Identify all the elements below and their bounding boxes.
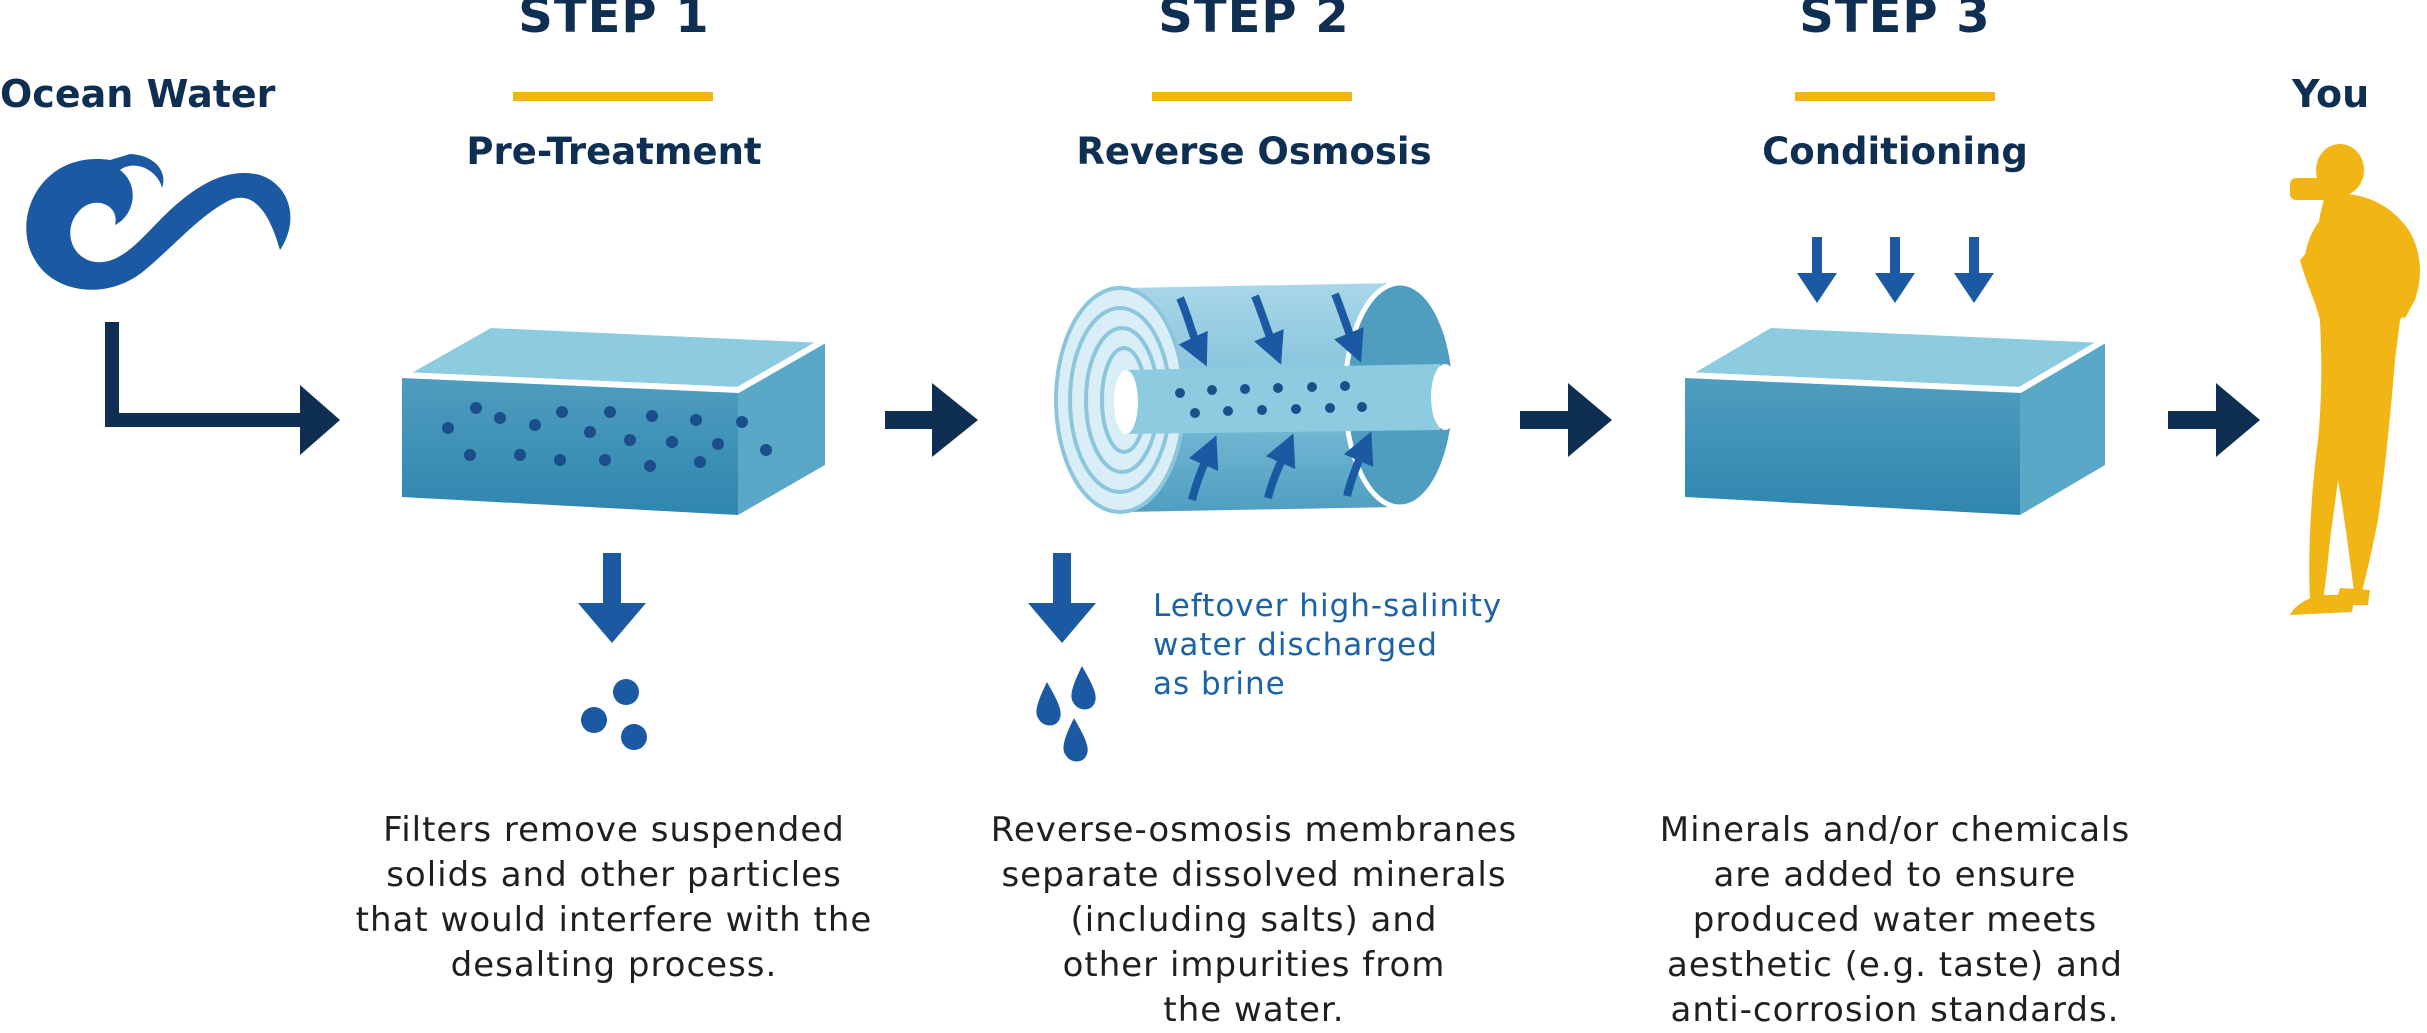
intake-arrow bbox=[105, 322, 340, 455]
step-2-underline bbox=[1152, 92, 1352, 101]
ocean-water-label: Ocean Water bbox=[0, 72, 276, 116]
person-drinking-icon bbox=[2290, 144, 2420, 615]
step-3-title: Conditioning bbox=[1762, 130, 2028, 173]
step-3-heading: STEP 3 bbox=[1799, 0, 1991, 44]
filter-tank-icon bbox=[391, 321, 836, 515]
step-1-description: Filters remove suspended solids and othe… bbox=[355, 810, 873, 985]
conditioning-tank-icon bbox=[1674, 321, 2116, 515]
step-2-heading: STEP 2 bbox=[1158, 0, 1350, 44]
you-label: You bbox=[2292, 72, 2370, 116]
brine-note: Leftover high-salinity water discharged … bbox=[1153, 588, 1503, 702]
flow-arrow-1 bbox=[885, 383, 978, 457]
chemical-input-arrows bbox=[1797, 237, 1994, 303]
membrane-cylinder-icon bbox=[1054, 280, 1459, 514]
step-3-underline bbox=[1795, 92, 1995, 101]
brine-drops-icon bbox=[1028, 553, 1096, 762]
step-1-title: Pre-Treatment bbox=[466, 130, 762, 173]
ocean-wave-icon bbox=[26, 154, 291, 290]
step-1-underline bbox=[513, 92, 713, 101]
waste-arrow-1 bbox=[578, 553, 647, 750]
particles-icon bbox=[442, 402, 772, 472]
step-3-description: Minerals and/or chemicals are added to e… bbox=[1659, 810, 2131, 1030]
step-2-description: Reverse-osmosis membranes separate disso… bbox=[990, 810, 1518, 1030]
flow-arrow-2 bbox=[1520, 383, 1612, 457]
flow-arrow-3 bbox=[2168, 383, 2260, 457]
step-1-heading: STEP 1 bbox=[518, 0, 710, 44]
step-2-title: Reverse Osmosis bbox=[1076, 130, 1432, 173]
